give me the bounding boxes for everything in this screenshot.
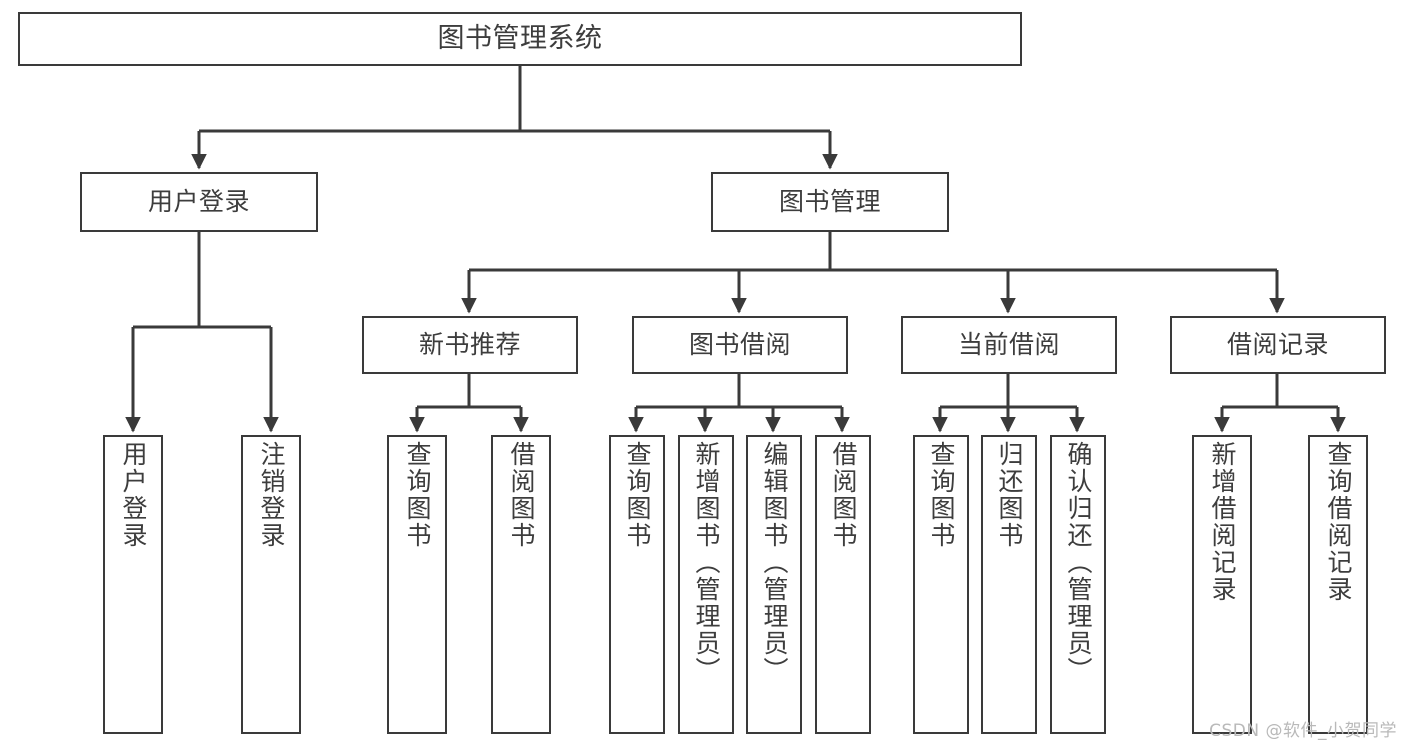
leaf-query-book-2[interactable]: 查询图书 [609, 435, 665, 734]
leaf-user-login-action-label: 用户登录 [119, 441, 148, 549]
leaf-borrow-book-1-label: 借阅图书 [507, 441, 536, 549]
node-book-borrow[interactable]: 图书借阅 [632, 316, 848, 374]
node-borrow-records[interactable]: 借阅记录 [1170, 316, 1386, 374]
node-user-login-label: 用户登录 [147, 186, 250, 216]
leaf-confirm-return-admin[interactable]: 确认归还（管理员） [1050, 435, 1106, 734]
leaf-borrow-book-2[interactable]: 借阅图书 [815, 435, 871, 734]
leaf-query-book-3[interactable]: 查询图书 [913, 435, 969, 734]
node-book-borrow-label: 图书借阅 [688, 329, 791, 359]
node-borrow-records-label: 借阅记录 [1226, 329, 1329, 359]
leaf-user-logout-action-label: 注销登录 [257, 441, 286, 549]
node-new-book-recommend[interactable]: 新书推荐 [362, 316, 578, 374]
leaf-query-book-3-label: 查询图书 [927, 441, 956, 549]
node-new-book-recommend-label: 新书推荐 [418, 329, 521, 359]
leaf-borrow-book-1[interactable]: 借阅图书 [491, 435, 551, 734]
leaf-edit-book-admin-label: 编辑图书（管理员） [760, 441, 789, 684]
leaf-return-book[interactable]: 归还图书 [981, 435, 1037, 734]
node-user-login[interactable]: 用户登录 [80, 172, 318, 232]
node-current-borrow-label: 当前借阅 [957, 329, 1060, 359]
leaf-add-borrow-record[interactable]: 新增借阅记录 [1192, 435, 1252, 734]
node-book-management-label: 图书管理 [778, 186, 881, 216]
csdn-watermark: CSDN @软件_小贺同学 [1209, 721, 1397, 741]
leaf-query-borrow-record[interactable]: 查询借阅记录 [1308, 435, 1368, 734]
leaf-borrow-book-2-label: 借阅图书 [829, 441, 858, 549]
leaf-query-borrow-record-label: 查询借阅记录 [1324, 441, 1353, 603]
node-root-label: 图书管理系统 [437, 22, 603, 54]
leaf-add-book-admin-label: 新增图书（管理员） [692, 441, 721, 684]
node-current-borrow[interactable]: 当前借阅 [901, 316, 1117, 374]
leaf-add-book-admin[interactable]: 新增图书（管理员） [678, 435, 734, 734]
leaf-add-borrow-record-label: 新增借阅记录 [1208, 441, 1237, 603]
leaf-edit-book-admin[interactable]: 编辑图书（管理员） [746, 435, 802, 734]
leaf-user-logout-action[interactable]: 注销登录 [241, 435, 301, 734]
leaf-query-book-1[interactable]: 查询图书 [387, 435, 447, 734]
leaf-query-book-2-label: 查询图书 [623, 441, 652, 549]
leaf-return-book-label: 归还图书 [995, 441, 1024, 549]
node-root[interactable]: 图书管理系统 [18, 12, 1022, 66]
node-book-management[interactable]: 图书管理 [711, 172, 949, 232]
leaf-confirm-return-admin-label: 确认归还（管理员） [1064, 441, 1093, 684]
leaf-user-login-action[interactable]: 用户登录 [103, 435, 163, 734]
leaf-query-book-1-label: 查询图书 [403, 441, 432, 549]
